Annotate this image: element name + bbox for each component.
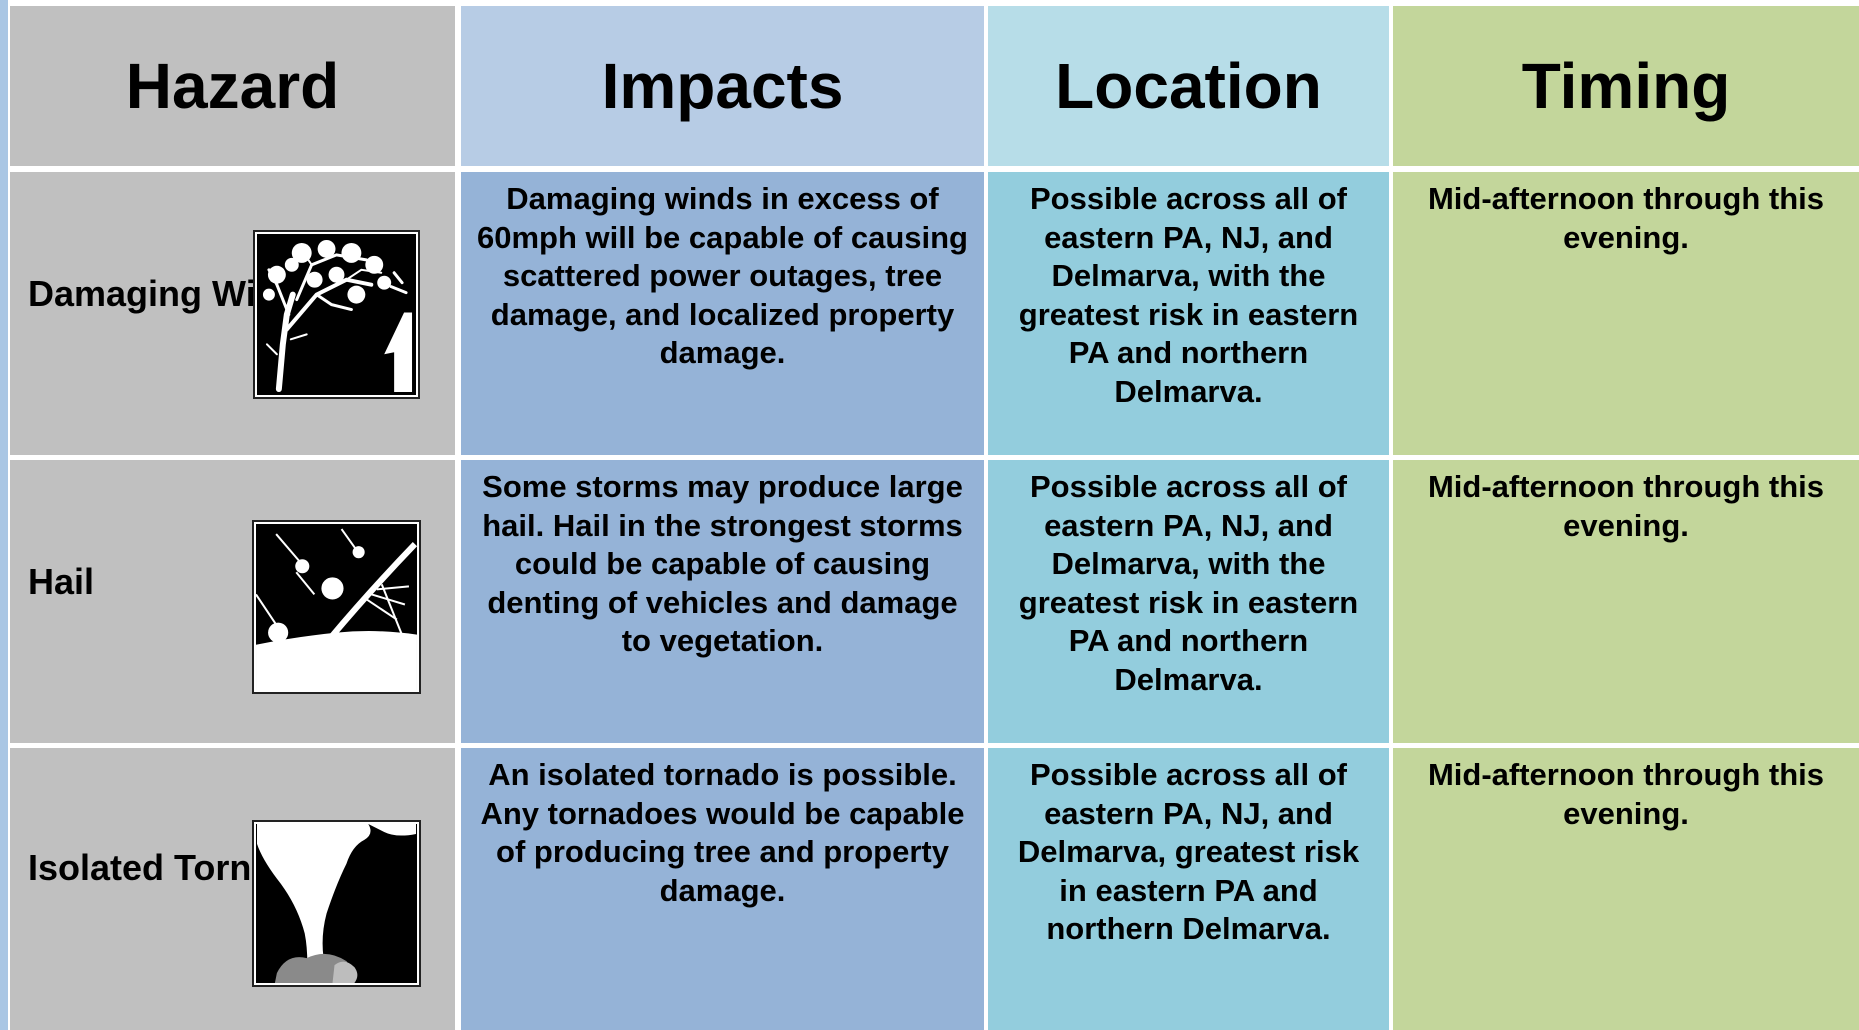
header-hazard: Hazard <box>10 6 455 166</box>
impacts-text: Damaging winds in excess of 60mph will b… <box>477 181 968 370</box>
header-location: Location <box>988 6 1389 166</box>
row-damaging-winds-location: Possible across all of eastern PA, NJ, a… <box>988 172 1389 455</box>
row-hail-location: Possible across all of eastern PA, NJ, a… <box>988 460 1389 743</box>
location-text: Possible across all of eastern PA, NJ, a… <box>1018 181 1359 409</box>
hail-icon <box>252 520 421 694</box>
header-timing: Timing <box>1393 6 1859 166</box>
row-hail-timing: Mid-afternoon through this evening. <box>1393 460 1859 743</box>
row-isolated-tornadoes-hazard: Isolated Tornadoes <box>10 748 455 1030</box>
row-isolated-tornadoes-timing: Mid-afternoon through this evening. <box>1393 748 1859 1030</box>
header-impacts-label: Impacts <box>601 50 844 122</box>
row-hail-impacts: Some storms may produce large hail. Hail… <box>461 460 984 743</box>
timing-text: Mid-afternoon through this evening. <box>1427 757 1825 831</box>
impacts-text: Some storms may produce large hail. Hail… <box>482 469 963 658</box>
timing-text: Mid-afternoon through this evening. <box>1427 469 1825 543</box>
row-isolated-tornadoes-impacts: An isolated tornado is possible. Any tor… <box>461 748 984 1030</box>
row-damaging-winds-impacts: Damaging winds in excess of 60mph will b… <box>461 172 984 455</box>
timing-text: Mid-afternoon through this evening. <box>1427 181 1825 255</box>
header-location-label: Location <box>1055 50 1322 122</box>
row-hail-hazard: Hail <box>10 460 455 743</box>
location-text: Possible across all of eastern PA, NJ, a… <box>1017 757 1360 946</box>
header-timing-label: Timing <box>1521 50 1731 122</box>
impacts-text: An isolated tornado is possible. Any tor… <box>480 757 965 908</box>
row-damaging-winds-hazard: Damaging Winds <box>10 172 455 455</box>
row-isolated-tornadoes-location: Possible across all of eastern PA, NJ, a… <box>988 748 1389 1030</box>
header-hazard-label: Hazard <box>125 50 340 122</box>
tornado-icon <box>252 820 421 987</box>
left-edge-bar <box>0 0 8 1030</box>
wind-tree-icon <box>253 230 420 399</box>
header-impacts: Impacts <box>461 6 984 166</box>
location-text: Possible across all of eastern PA, NJ, a… <box>1018 469 1359 697</box>
row-damaging-winds-timing: Mid-afternoon through this evening. <box>1393 172 1859 455</box>
hazard-label: Hail <box>28 561 95 602</box>
